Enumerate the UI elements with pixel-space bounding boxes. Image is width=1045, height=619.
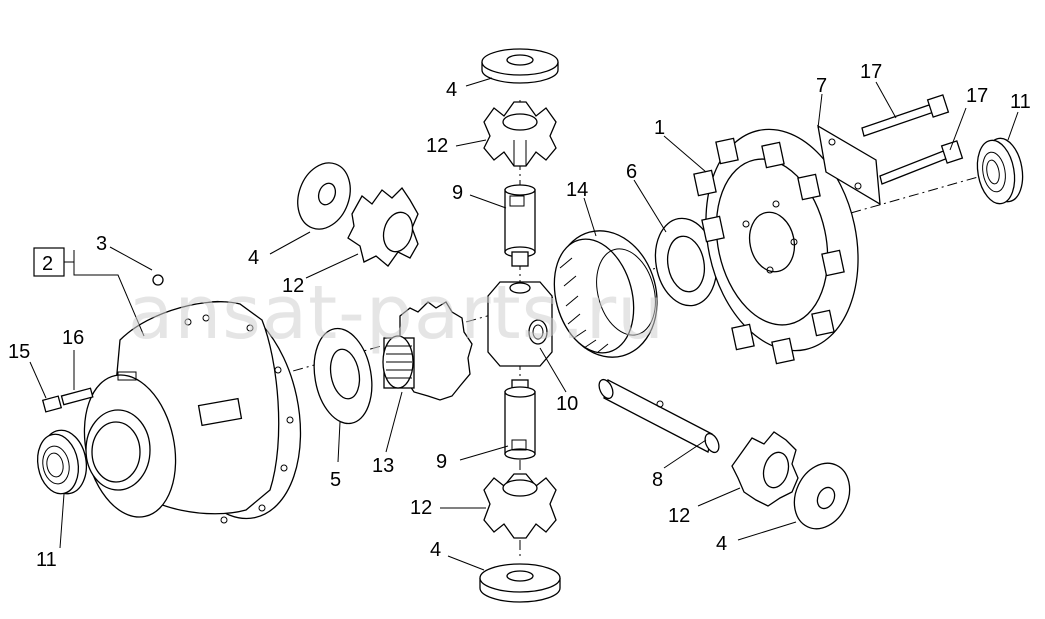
watermark-text: ansat-parts.ru	[128, 270, 665, 356]
callout-2: 2	[42, 253, 53, 275]
callout-labels: 4 12 9 4 12 3 2 15 16 11 5 13 9 12 4 10 …	[8, 61, 1031, 571]
side-gear-left	[382, 301, 473, 401]
differential-cover	[693, 128, 859, 365]
washer-bottom	[479, 563, 561, 603]
washer-upper-left	[297, 162, 351, 230]
check-ball	[152, 274, 164, 286]
callout-15: 15	[8, 341, 30, 363]
retainer-plate	[817, 124, 881, 206]
callout-8: 8	[652, 469, 663, 491]
callout-9-bottom: 9	[436, 451, 447, 473]
differential-case	[83, 300, 302, 524]
pinion-gear-right	[731, 431, 799, 507]
pinion-gear-left	[347, 186, 419, 267]
callout-5: 5	[330, 469, 341, 491]
callout-7: 7	[816, 75, 827, 97]
callout-12-bottom: 12	[410, 497, 432, 519]
bolt-upper	[861, 94, 950, 137]
callout-6: 6	[626, 161, 637, 183]
pinion-pin-bottom	[504, 379, 536, 460]
callout-2-box	[33, 247, 65, 277]
cross-shaft	[598, 378, 720, 454]
leader-lines	[29, 77, 1019, 571]
callout-4-top: 4	[446, 79, 457, 101]
bolt-lower	[879, 140, 964, 185]
callout-17-upper: 17	[860, 61, 882, 83]
callout-11-left: 11	[36, 549, 57, 571]
callout-10: 10	[556, 393, 578, 415]
callout-1: 1	[654, 117, 665, 139]
bearing-right	[976, 137, 1024, 205]
pinion-pin-top	[504, 184, 536, 267]
washer-top	[481, 48, 559, 84]
callout-12-right: 12	[668, 505, 690, 527]
bearing-left	[36, 429, 88, 495]
callout-4-upper-left: 4	[248, 247, 259, 269]
cross-shaft-block	[487, 281, 553, 367]
thrust-washer-right	[654, 217, 718, 307]
callout-16: 16	[62, 327, 84, 349]
callout-9-top: 9	[452, 182, 463, 204]
callout-3: 3	[96, 233, 107, 255]
callout-11-right: 11	[1010, 91, 1031, 113]
spring-pin	[60, 387, 94, 406]
callout-17-lower: 17	[966, 85, 988, 107]
callout-4-right: 4	[716, 533, 727, 555]
washer-right	[793, 462, 851, 530]
callout-4-bottom: 4	[430, 539, 441, 561]
pinion-gear-bottom	[483, 473, 557, 539]
callout-12-left: 12	[282, 275, 304, 297]
thrust-washer	[313, 327, 373, 425]
callout-12-top: 12	[426, 135, 448, 157]
set-screw	[41, 395, 63, 413]
side-gear-right	[553, 230, 658, 358]
pinion-gear-top	[483, 101, 557, 167]
callout-13: 13	[372, 455, 394, 477]
callout-14: 14	[566, 179, 588, 201]
